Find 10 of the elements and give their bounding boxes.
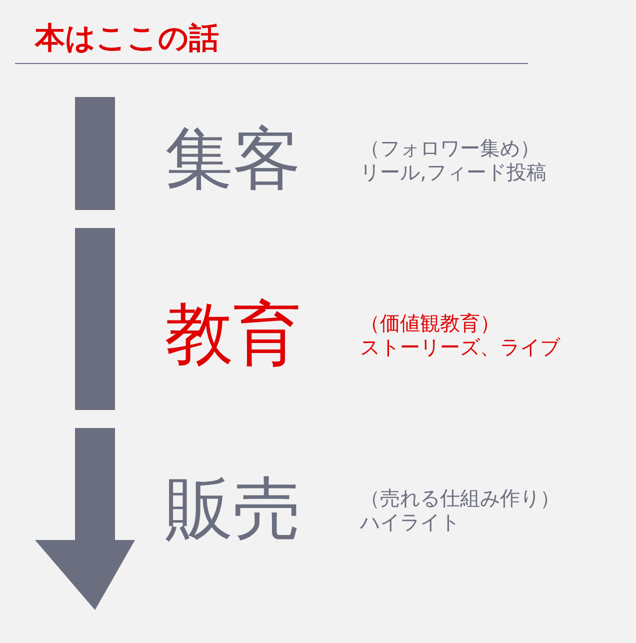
title: 本はここの話	[35, 20, 219, 58]
stage-note: （売れる仕組み作り）	[360, 486, 560, 510]
stage-note: （フォロワー集め）	[360, 136, 540, 160]
stage-note: （価値観教育）	[360, 311, 500, 335]
stage-note: ハイライト	[360, 510, 460, 534]
stage-heading: 販売	[165, 469, 301, 551]
stage-heading: 集客	[165, 119, 301, 201]
stage-note: リール,フィード投稿	[360, 160, 546, 184]
stage-heading: 教育	[165, 294, 301, 376]
stage-note: ストーリーズ、ライブ	[360, 335, 560, 359]
